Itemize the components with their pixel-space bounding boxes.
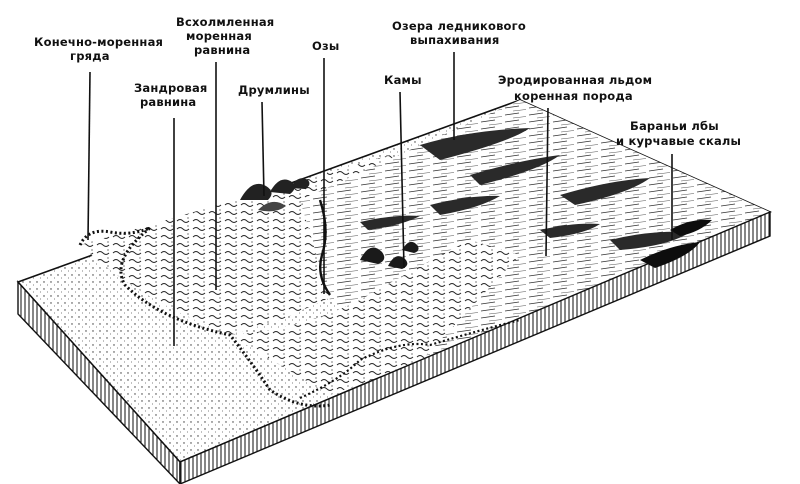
svg-text:моренная: моренная [186,29,252,43]
svg-text:Всхолмленная: Всхолмленная [176,15,274,29]
svg-text:Эродированная льдом: Эродированная льдом [498,73,652,87]
svg-text:Бараньи лбы: Бараньи лбы [630,119,719,133]
svg-text:коренная порода: коренная порода [514,89,633,103]
svg-text:выпахивания: выпахивания [410,33,499,47]
svg-text:Зандровая: Зандровая [134,81,208,95]
svg-text:гряда: гряда [70,49,110,63]
svg-text:равнина: равнина [140,95,196,109]
svg-text:Озера ледникового: Озера ледникового [392,19,526,33]
svg-text:Озы: Озы [312,39,339,53]
svg-text:Конечно-моренная: Конечно-моренная [34,35,163,49]
label-terminal-moraine: Конечно-моренная гряда [34,35,163,240]
svg-text:Друмлины: Друмлины [238,83,310,97]
svg-text:и курчавые скалы: и курчавые скалы [616,134,741,148]
svg-text:Камы: Камы [384,73,422,87]
svg-text:равнина: равнина [194,43,250,57]
